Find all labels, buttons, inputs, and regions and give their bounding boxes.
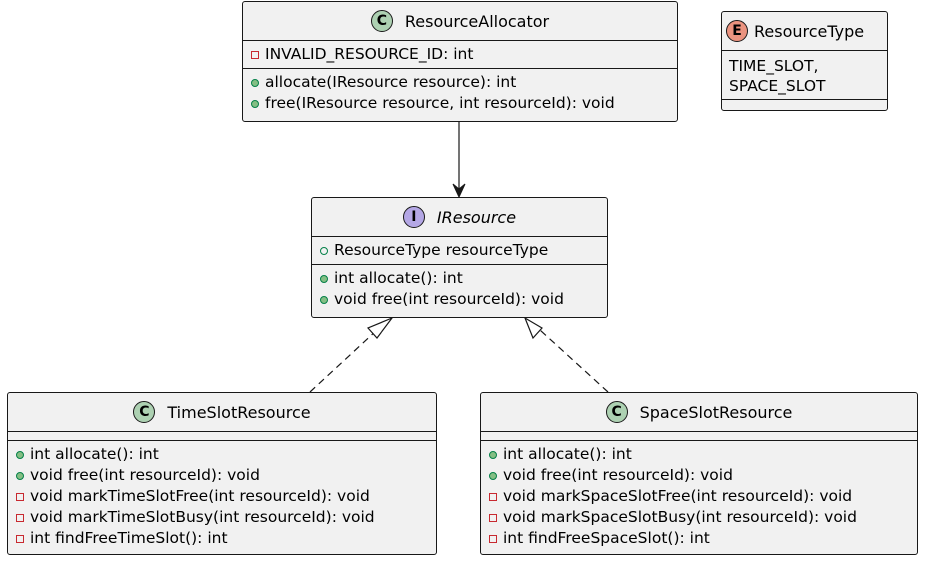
fields-compartment: ResourceType resourceType bbox=[312, 237, 607, 265]
interface-header: I IResource bbox=[312, 198, 607, 237]
enum-header: E ResourceType bbox=[722, 12, 887, 51]
private-visibility-icon bbox=[489, 492, 497, 501]
method-text: void markSpaceSlotBusy(int resourceId): … bbox=[503, 508, 857, 526]
methods-compartment: int allocate(): int void free(int resour… bbox=[481, 441, 917, 552]
public-visibility-icon bbox=[251, 99, 259, 108]
class-header: C TimeSlotResource bbox=[8, 393, 436, 432]
fields-compartment: INVALID_RESOURCE_ID: int bbox=[243, 41, 677, 69]
public-visibility-icon bbox=[320, 274, 328, 283]
methods-compartment: int allocate(): int void free(int resour… bbox=[312, 265, 607, 313]
public-visibility-icon bbox=[320, 295, 328, 304]
method: void markTimeSlotFree(int resourceId): v… bbox=[16, 486, 436, 507]
enum-value: SPACE_SLOT bbox=[729, 77, 826, 95]
method: int allocate(): int bbox=[16, 444, 436, 465]
class-name: SpaceSlotResource bbox=[639, 402, 793, 422]
method: void free(int resourceId): void bbox=[320, 289, 607, 310]
private-visibility-icon bbox=[16, 513, 24, 522]
private-visibility-icon bbox=[489, 513, 497, 522]
enum-stereotype-icon: E bbox=[726, 20, 748, 42]
class-name: TimeSlotResource bbox=[167, 402, 311, 422]
methods-compartment: allocate(IResource resource): int free(I… bbox=[243, 69, 677, 117]
public-visibility-icon bbox=[16, 471, 24, 480]
method: int findFreeSpaceSlot(): int bbox=[489, 528, 917, 549]
private-visibility-icon bbox=[16, 534, 24, 543]
interface-name: IResource bbox=[436, 207, 517, 227]
class-stereotype-icon: C bbox=[370, 10, 393, 32]
method-text: allocate(IResource resource): int bbox=[265, 73, 517, 91]
method-text: int findFreeSpaceSlot(): int bbox=[503, 529, 710, 547]
enum-value: TIME_SLOT, bbox=[729, 57, 819, 75]
realization-arrowhead-spaceslot bbox=[523, 316, 543, 340]
public-visibility-icon bbox=[320, 246, 328, 255]
method-text: int allocate(): int bbox=[30, 445, 159, 463]
public-visibility-icon bbox=[489, 450, 497, 459]
method-text: void markTimeSlotFree(int resourceId): v… bbox=[30, 487, 370, 505]
method: int allocate(): int bbox=[320, 268, 607, 289]
public-visibility-icon bbox=[251, 78, 259, 87]
methods-compartment: int allocate(): int void free(int resour… bbox=[8, 441, 436, 552]
method-text: void free(int resourceId): void bbox=[503, 466, 733, 484]
field: INVALID_RESOURCE_ID: int bbox=[251, 44, 677, 65]
realization-line-spaceslot bbox=[539, 329, 609, 393]
field: ResourceType resourceType bbox=[320, 240, 607, 261]
empty-compartment bbox=[722, 100, 887, 108]
enum-values-compartment: TIME_SLOT, SPACE_SLOT bbox=[722, 51, 887, 100]
class-resource-allocator[interactable]: C ResourceAllocator INVALID_RESOURCE_ID:… bbox=[242, 1, 678, 122]
method-text: free(IResource resource, int resourceId)… bbox=[265, 94, 615, 112]
method: void markSpaceSlotFree(int resourceId): … bbox=[489, 486, 917, 507]
method: int allocate(): int bbox=[489, 444, 917, 465]
association-arrowhead bbox=[452, 183, 466, 199]
public-visibility-icon bbox=[16, 450, 24, 459]
method-text: void markSpaceSlotFree(int resourceId): … bbox=[503, 487, 853, 505]
class-time-slot-resource[interactable]: C TimeSlotResource int allocate(): int v… bbox=[7, 392, 437, 555]
private-visibility-icon bbox=[251, 50, 259, 59]
method-text: void free(int resourceId): void bbox=[334, 290, 564, 308]
realization-arrowhead-timeslot bbox=[366, 316, 394, 339]
class-name: ResourceAllocator bbox=[404, 11, 550, 31]
enum-resource-type[interactable]: E ResourceType TIME_SLOT, SPACE_SLOT bbox=[721, 11, 888, 111]
method: free(IResource resource, int resourceId)… bbox=[251, 93, 677, 114]
method: int findFreeTimeSlot(): int bbox=[16, 528, 436, 549]
method: void free(int resourceId): void bbox=[16, 465, 436, 486]
class-header: C ResourceAllocator bbox=[243, 2, 677, 41]
field-text: ResourceType resourceType bbox=[334, 241, 549, 259]
method-text: void markTimeSlotBusy(int resourceId): v… bbox=[30, 508, 375, 526]
method-text: int allocate(): int bbox=[334, 269, 463, 287]
method-text: int allocate(): int bbox=[503, 445, 632, 463]
method-text: void free(int resourceId): void bbox=[30, 466, 260, 484]
class-stereotype-icon: C bbox=[133, 401, 156, 423]
interface-stereotype-icon: I bbox=[402, 206, 425, 228]
enum-name: ResourceType bbox=[754, 21, 865, 41]
fields-compartment bbox=[8, 432, 436, 441]
class-header: C SpaceSlotResource bbox=[481, 393, 917, 432]
method-text: int findFreeTimeSlot(): int bbox=[30, 529, 228, 547]
fields-compartment bbox=[481, 432, 917, 441]
method: void markSpaceSlotBusy(int resourceId): … bbox=[489, 507, 917, 528]
class-stereotype-icon: C bbox=[605, 401, 628, 423]
private-visibility-icon bbox=[489, 534, 497, 543]
class-space-slot-resource[interactable]: C SpaceSlotResource int allocate(): int … bbox=[480, 392, 918, 555]
realization-line-timeslot bbox=[309, 329, 378, 393]
method: void markTimeSlotBusy(int resourceId): v… bbox=[16, 507, 436, 528]
interface-iresource[interactable]: I IResource ResourceType resourceType in… bbox=[311, 197, 608, 318]
method: allocate(IResource resource): int bbox=[251, 72, 677, 93]
public-visibility-icon bbox=[489, 471, 497, 480]
field-text: INVALID_RESOURCE_ID: int bbox=[265, 45, 474, 63]
private-visibility-icon bbox=[16, 492, 24, 501]
method: void free(int resourceId): void bbox=[489, 465, 917, 486]
